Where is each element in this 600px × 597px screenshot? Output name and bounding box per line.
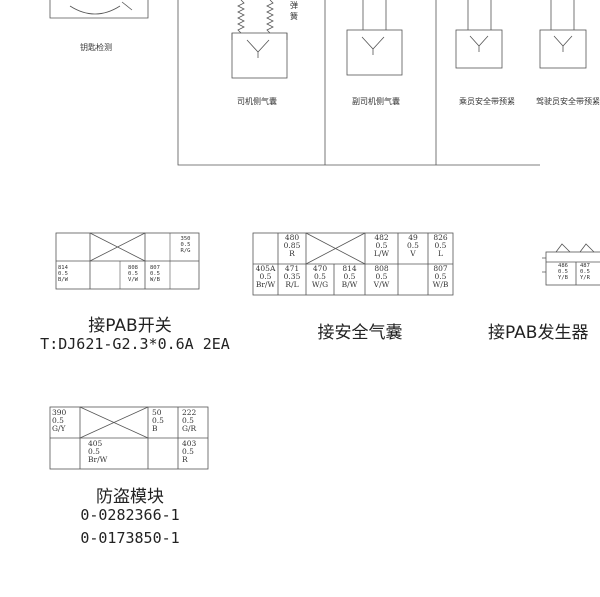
driver-belt-arrow: [553, 35, 573, 52]
driver-belt-box: [539, 29, 587, 69]
codriver-airbag-label: 副司机侧气囊: [352, 97, 400, 106]
driver-airbag-box: [231, 32, 288, 79]
spring-label: 弹簧: [290, 1, 298, 21]
passenger-belt-arrow: [469, 35, 489, 52]
driver-airbag-label: 司机侧气囊: [237, 97, 277, 106]
antitheft-title: 防盗模块: [96, 487, 164, 507]
spring-left: [237, 0, 245, 34]
pab-generator-title: 接PAB发生器: [488, 323, 589, 343]
airbag-title: 接安全气囊: [317, 323, 403, 343]
spring-right: [266, 0, 274, 34]
driver-belt-label: 驾驶员安全带预紧: [536, 97, 600, 106]
key-detect-symbol: [49, 0, 149, 19]
passenger-belt-box: [455, 29, 503, 69]
passenger-belt-label: 乘员安全带预紧: [459, 97, 515, 106]
antitheft-part-2: 0-0173850-1: [80, 529, 180, 547]
key-detect-label: 钥匙检测: [80, 43, 112, 52]
key-detect-curve: [69, 5, 121, 15]
pab-switch-title: 接PAB开关: [88, 316, 172, 336]
driver-airbag-arrow: [246, 39, 270, 58]
codriver-airbag-box: [346, 29, 403, 76]
key-detect-hook: [121, 1, 133, 11]
enclosure-bottom-line: [177, 0, 540, 166]
codriver-airbag-arrow: [361, 36, 385, 55]
pab-switch-spec: T:DJ621-G2.3*0.6A 2EA: [40, 335, 230, 353]
antitheft-part-1: 0-0282366-1: [80, 506, 180, 524]
